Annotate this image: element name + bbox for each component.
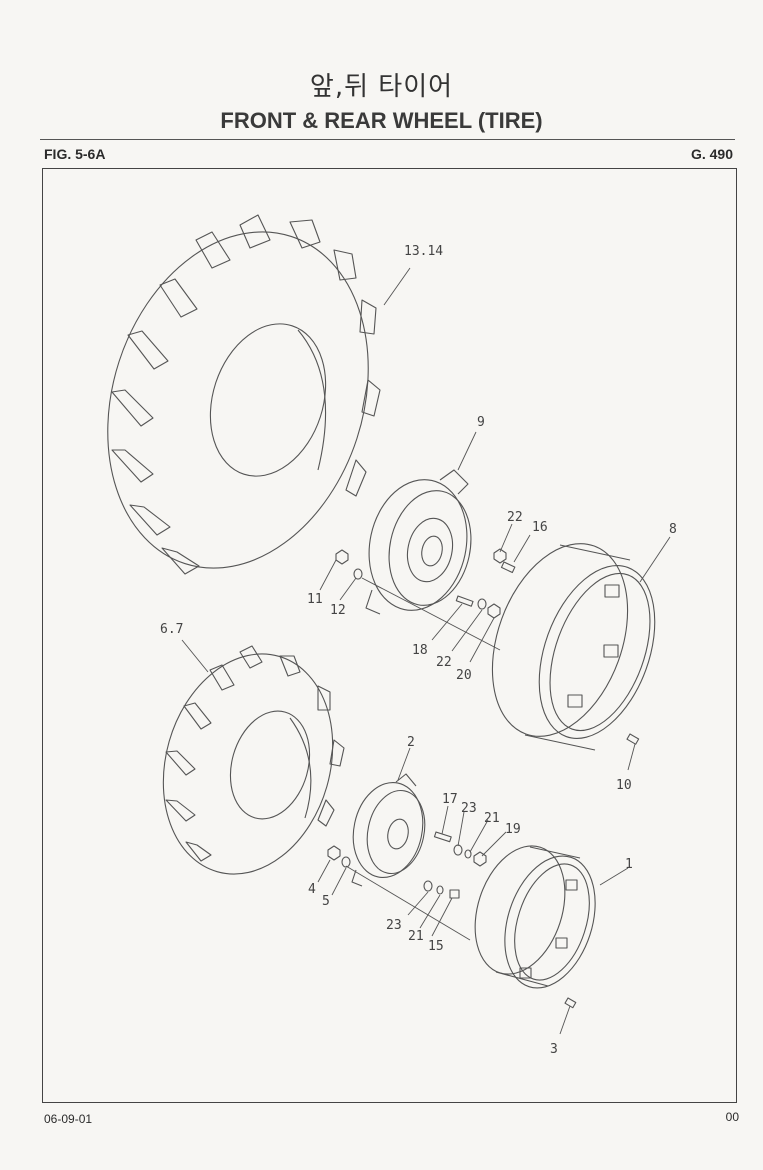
figure-number: FIG. 5-6A [44,146,106,162]
callout-front-bolt: 15 [428,939,444,954]
page-code: G. 490 [690,146,733,162]
front-spring-washer-b-shape [436,885,444,895]
callout-front-washer-b: 23 [386,918,402,933]
front-nut-shape [473,851,487,867]
callout-rear-nut: 11 [307,592,323,607]
footer-page-number: 00 [725,1110,739,1124]
callout-front-tire: 6.7 [160,622,183,637]
callout-front-stud: 17 [442,792,458,807]
callout-rear-rim-bolt: 10 [616,778,632,793]
front-tire-illustration [162,645,345,875]
rear-bolt-nut-shape [493,548,507,564]
leader-lines [181,267,671,1035]
callout-rear-washer-b: 22 [436,655,452,670]
footer-date: 06-09-01 [44,1112,93,1126]
front-hub-nut-shape [327,845,341,861]
rear-washer-shape [353,568,363,580]
front-washer-b-shape [423,880,433,892]
header-rule [40,139,735,140]
front-rim-bolt-shape [564,997,577,1009]
callout-rear-bolt: 16 [532,520,548,535]
rear-rim-illustration [491,543,656,751]
rear-bolt-shape [500,561,516,574]
callout-rear-rim: 8 [669,522,677,537]
callout-rear-tire: 13.14 [404,244,443,259]
rear-nut-shape [335,549,349,565]
callout-front-rim: 1 [625,857,633,872]
front-washer-shape [453,844,463,856]
callout-front-rim-bolt: 3 [550,1042,558,1057]
rear-hub-plate-illustration [365,469,472,615]
front-stud-shape [433,831,452,843]
front-bolt-shape [449,889,460,899]
callout-rear-hub-plate: 9 [477,415,485,430]
callout-rear-nut-b: 20 [456,668,472,683]
callout-front-hub-washer: 5 [322,894,330,909]
rear-stud-shape [455,595,474,607]
callout-front-washer: 23 [461,801,477,816]
title-korean: 앞,뒤 타이어 [309,72,454,102]
callout-front-hub-nut: 4 [308,882,316,897]
front-spring-washer-shape [464,849,472,859]
front-hub-washer-shape [341,856,351,868]
callout-front-nut: 19 [505,822,521,837]
callout-rear-bolt-washer: 22 [507,510,523,525]
callout-front-hub-plate: 2 [407,735,415,750]
front-hub-plate-illustration [351,773,426,887]
rear-rim-bolt-shape [626,733,640,745]
rear-tire-illustration [107,214,381,575]
callout-front-spring-washer-b: 21 [408,929,424,944]
rear-nut-b-shape [487,603,501,619]
title-english: FRONT & REAR WHEEL (TIRE) [220,108,543,133]
callout-front-spring-washer: 21 [484,811,500,826]
diagram-frame [42,168,737,1103]
callout-rear-stud: 18 [412,643,428,658]
callout-rear-washer: 12 [330,603,346,618]
rear-washer-b-shape [477,598,487,610]
front-rim-illustration [474,845,596,989]
